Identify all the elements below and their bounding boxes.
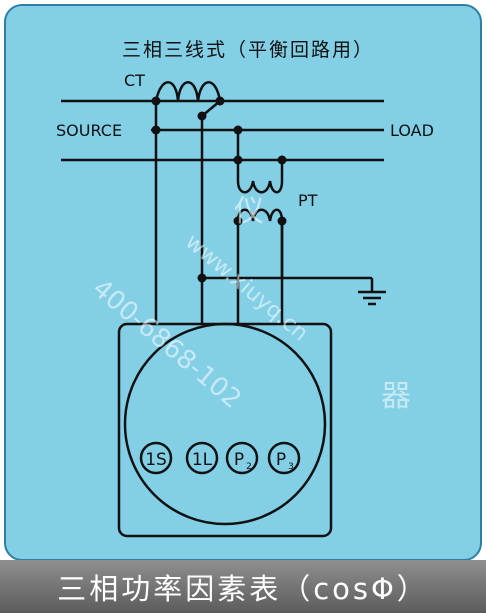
ct-coil bbox=[154, 81, 222, 102]
terminal-p3-subscript: 3 bbox=[288, 462, 294, 472]
junction-dots bbox=[151, 96, 287, 283]
load-label: LOAD bbox=[390, 121, 434, 140]
terminal-p3-label: P bbox=[276, 450, 286, 470]
meter-dial bbox=[123, 322, 327, 526]
terminal-p2-subscript: 2 bbox=[246, 462, 252, 472]
pt-primary-coil bbox=[236, 180, 284, 194]
terminal-1l-label: 1L bbox=[192, 450, 213, 470]
terminal-p3: P 3 bbox=[267, 441, 301, 475]
ct-label: CT bbox=[124, 71, 145, 90]
footer-caption: 三相功率因素表（cosΦ） bbox=[57, 571, 429, 606]
terminal-1s: 1S bbox=[139, 441, 173, 475]
ground-icon bbox=[358, 278, 386, 306]
terminal-p2-label: P bbox=[234, 450, 244, 470]
wiring-diagram: 三相三线式（平衡回路用） SOURCE LOAD CT PT bbox=[56, 39, 434, 538]
watermark-char-1: 仪 bbox=[234, 194, 264, 229]
footer-caption-bar: 三相功率因素表（cosΦ） bbox=[0, 560, 486, 613]
terminal-1s-label: 1S bbox=[145, 450, 167, 470]
watermark-char-2: 器 bbox=[381, 379, 411, 414]
pt-secondary-coil bbox=[236, 208, 284, 222]
pt-label: PT bbox=[298, 191, 318, 210]
diagram-title: 三相三线式（平衡回路用） bbox=[122, 39, 374, 61]
source-label: SOURCE bbox=[56, 121, 122, 140]
terminal-1l: 1L bbox=[185, 441, 219, 475]
terminal-p2: P 2 bbox=[225, 441, 259, 475]
diagram-panel: 三相三线式（平衡回路用） SOURCE LOAD CT PT bbox=[4, 4, 482, 561]
